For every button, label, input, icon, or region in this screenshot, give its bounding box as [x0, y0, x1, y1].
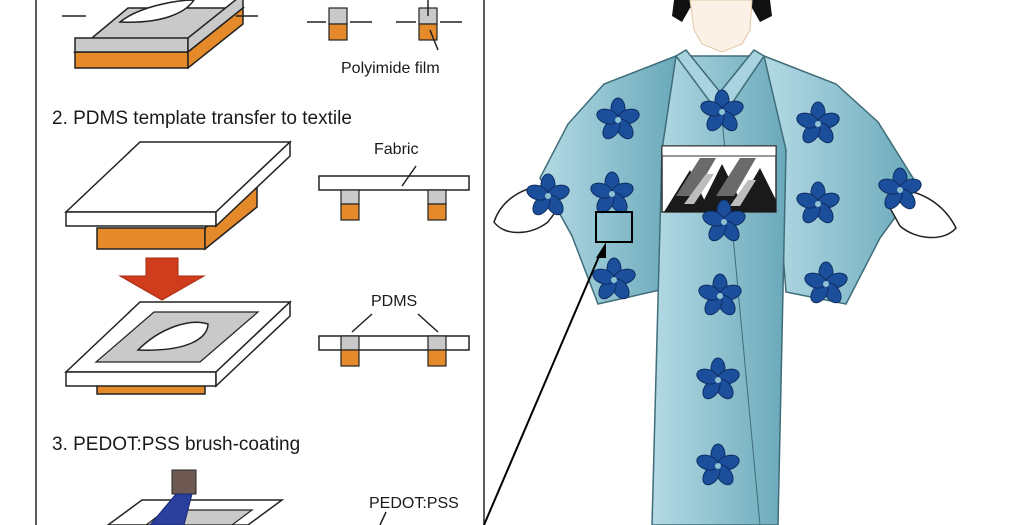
- brush-coating-sketch: PEDOT:PSS: [106, 469, 459, 525]
- pdms-label: PDMS: [371, 293, 417, 310]
- step1-block: [62, 0, 258, 70]
- process-panel: Polyimide film 2. PDMS template transfer…: [35, 0, 485, 525]
- down-arrow-icon: [118, 257, 206, 301]
- polyimide-film-label: Polyimide film: [341, 60, 440, 77]
- step2-stack: [64, 140, 292, 251]
- detail-highlight-box: [595, 211, 633, 243]
- brush-icon: [149, 493, 193, 525]
- pdms-cross-section: PDMS: [318, 293, 470, 367]
- step3-heading: 3. PEDOT:PSS brush-coating: [52, 434, 300, 455]
- detail-pointer-arrowhead: [596, 242, 606, 258]
- pedot-pss-label: PEDOT:PSS: [369, 495, 459, 512]
- step1-cross-section: Polyimide film: [307, 0, 462, 77]
- step2-result: [64, 300, 292, 395]
- brush-handle-icon: [171, 469, 197, 495]
- face: [689, 0, 753, 53]
- fabric-label: Fabric: [374, 141, 418, 158]
- fabric-cross-section: Fabric: [318, 141, 470, 221]
- obi-sash: [661, 145, 777, 213]
- detail-pointer-line: [483, 253, 601, 525]
- kimono-illustration: [483, 0, 957, 525]
- step2-heading: 2. PDMS template transfer to textile: [52, 108, 352, 129]
